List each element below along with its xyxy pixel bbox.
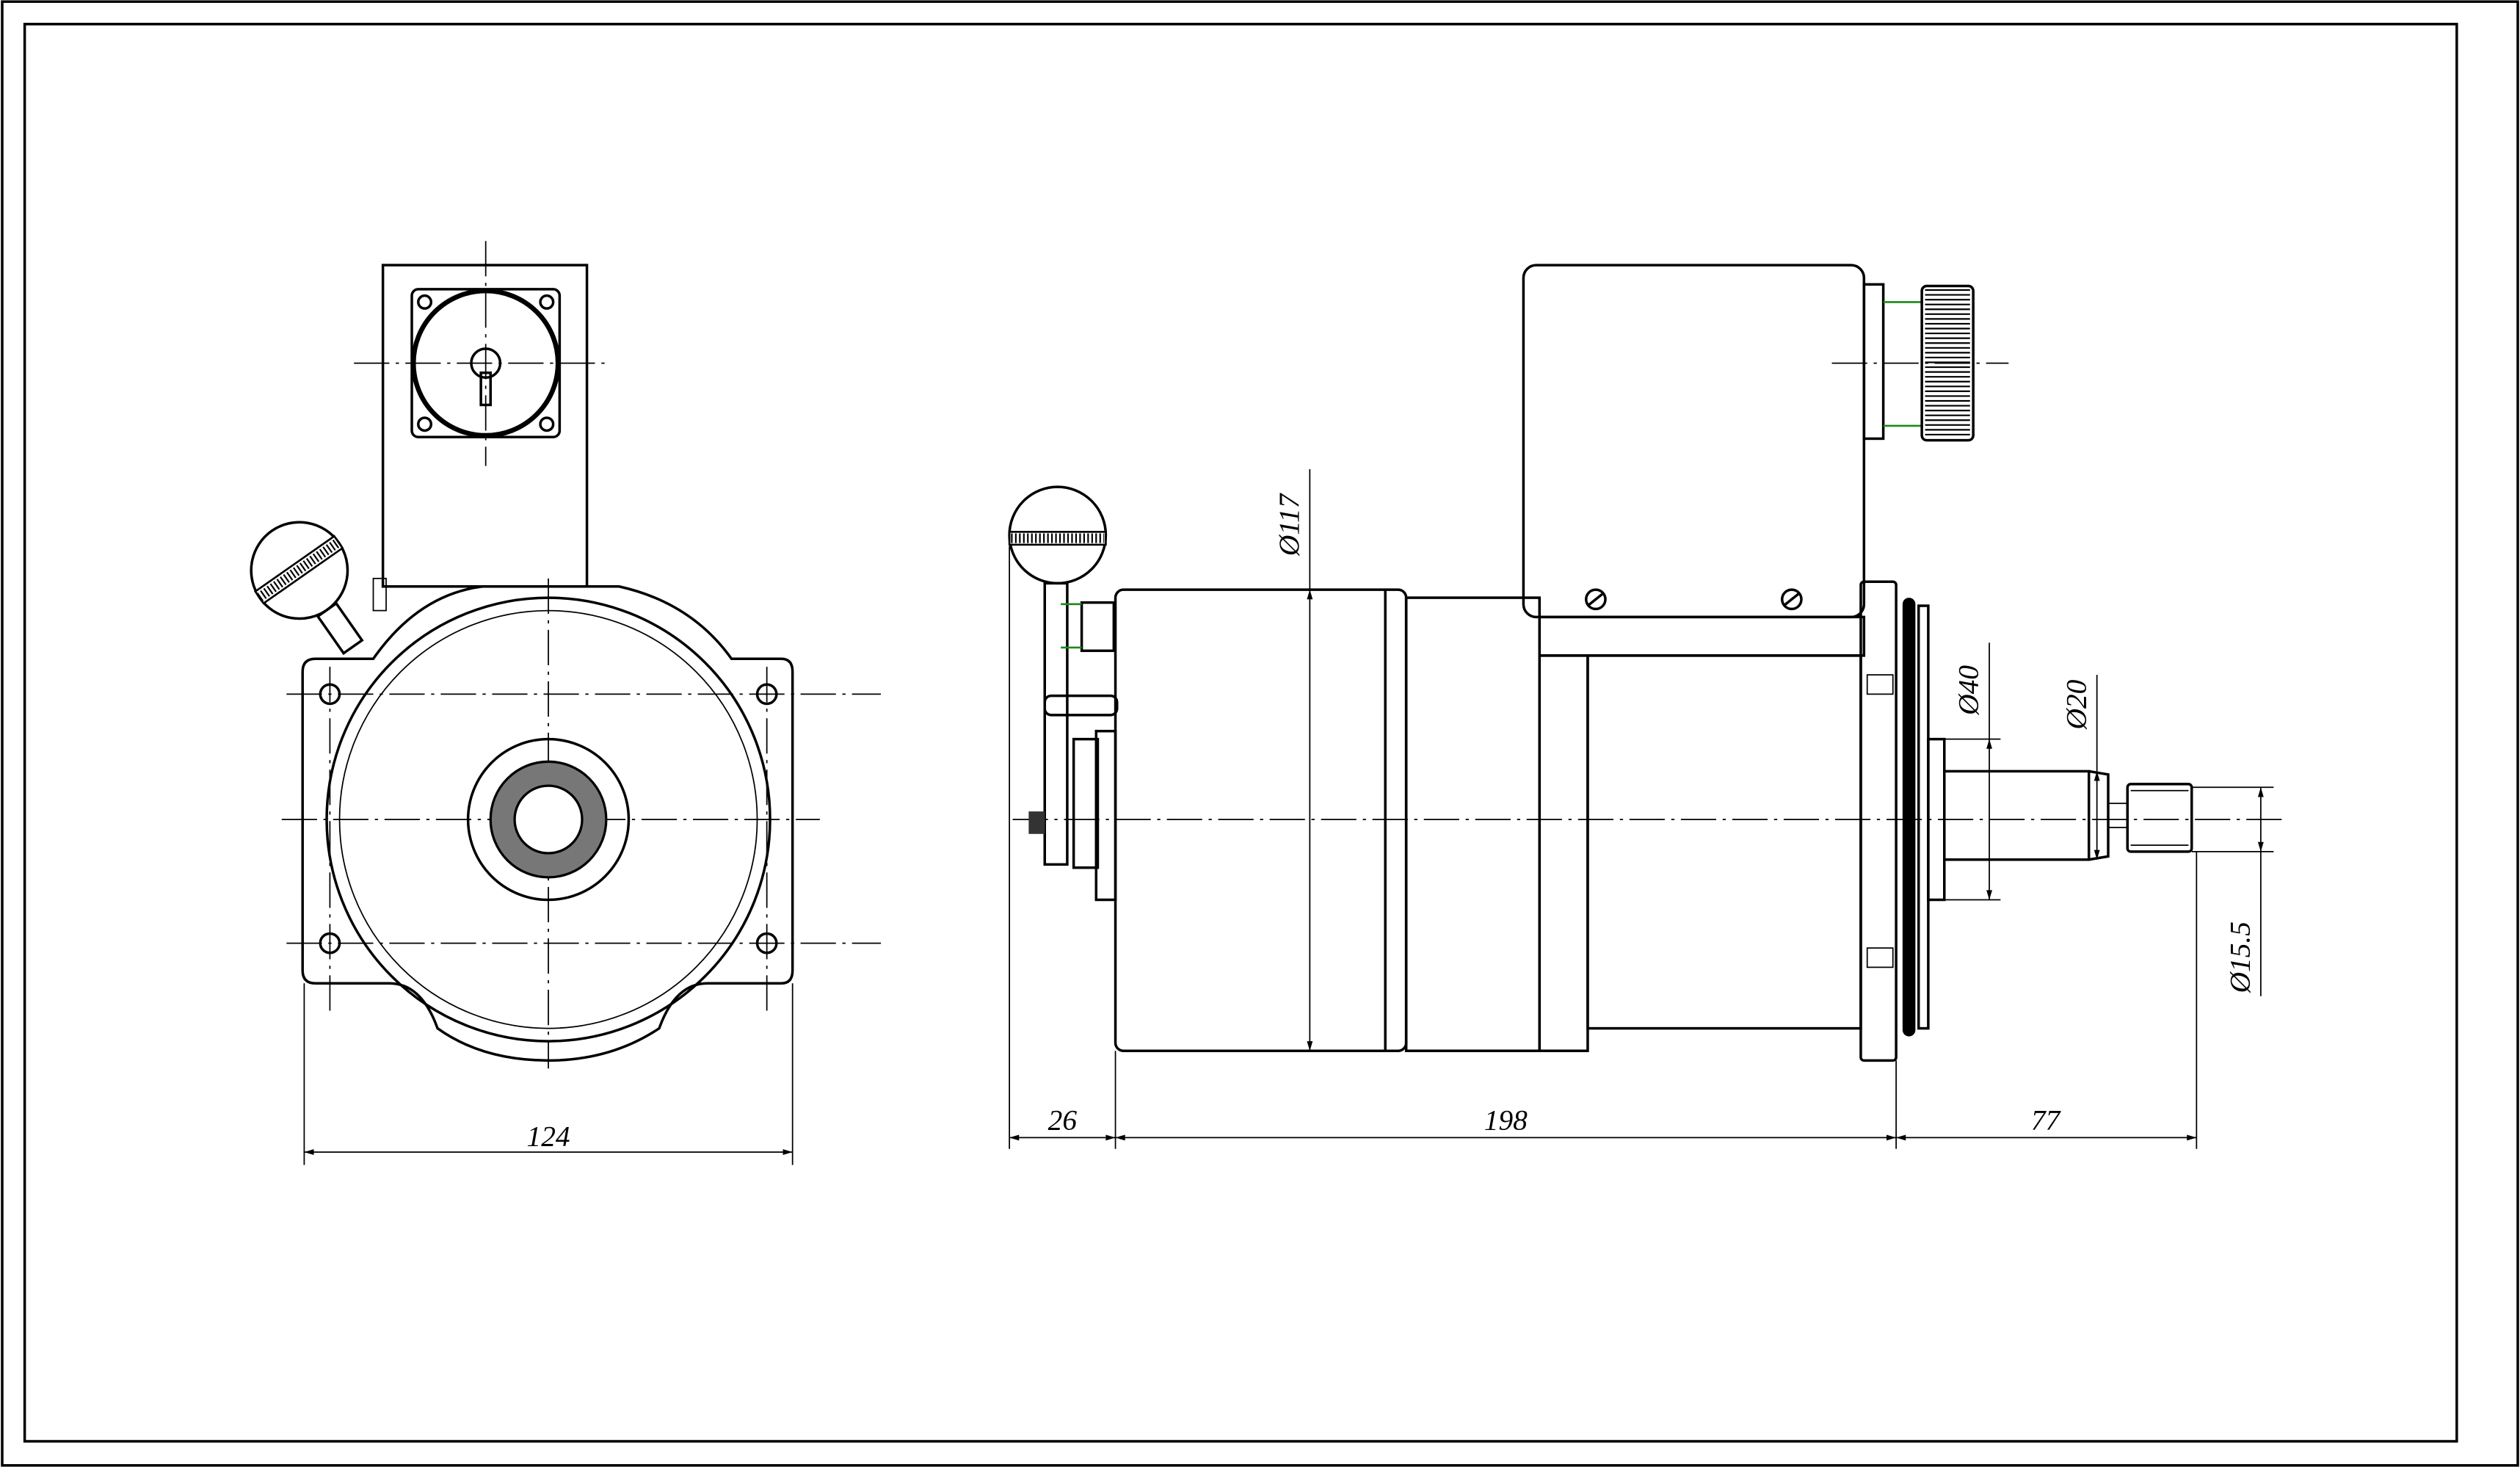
- hub: [466, 737, 631, 902]
- inner-frame: [23, 23, 2458, 1443]
- front-flange: [1859, 580, 1898, 1062]
- dimension-pilot-diameter: Ø40: [1953, 665, 1985, 716]
- dimension-width: 124: [527, 1120, 570, 1152]
- dimension-body-diameter: Ø117: [1273, 492, 1305, 557]
- side-view: Ø117 Ø40 Ø20 Ø15.5 26 198 77: [1008, 264, 2282, 1149]
- mounting-flange: [301, 585, 794, 1062]
- bore: [513, 784, 584, 855]
- dimension-knob-offset: 26: [1048, 1104, 1078, 1136]
- dimension-shaft-length: 77: [2031, 1104, 2062, 1136]
- threaded-end: [2126, 783, 2193, 853]
- motor-housing-circle: [325, 596, 771, 1043]
- motor-body: [1114, 588, 1408, 1052]
- connector-nut: [1920, 284, 1975, 442]
- connector-housing: [1522, 264, 1866, 619]
- dimension-body-length: 198: [1484, 1104, 1528, 1136]
- connector-box: [381, 264, 589, 588]
- clamp-knob: [250, 521, 364, 656]
- dimension-thread-diameter: Ø15.5: [2224, 921, 2256, 993]
- front-view: 124: [250, 241, 882, 1165]
- side-knob: [1008, 485, 1119, 902]
- dimension-shaft-diameter: Ø20: [2060, 679, 2092, 730]
